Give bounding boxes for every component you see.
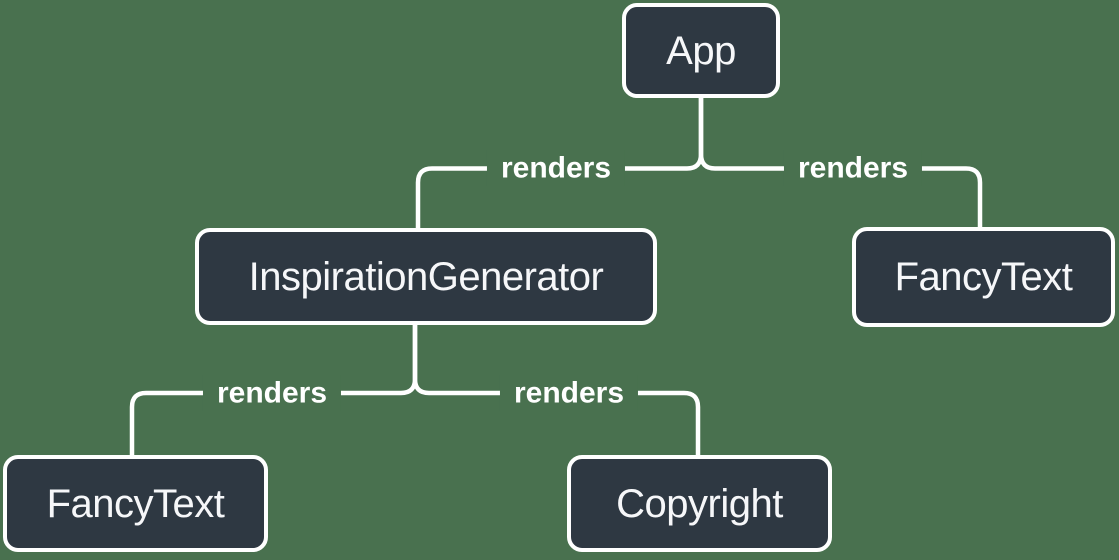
node-fancy-text-bottom: FancyText	[3, 455, 268, 552]
edge-label-renders-inspiration-generator-copyright: renders	[499, 374, 639, 412]
edge-label-renders-inspiration-generator-fancy-text: renders	[202, 374, 342, 412]
node-fancy-text-top-label: FancyText	[894, 255, 1073, 299]
node-copyright-label: Copyright	[616, 481, 783, 526]
node-app-label: App	[666, 28, 736, 73]
node-fancy-text-top: FancyText	[852, 227, 1115, 327]
edge-label-renders-app-inspiration-generator: renders	[486, 149, 626, 187]
node-app: App	[622, 3, 780, 98]
node-fancy-text-bottom-label: FancyText	[46, 481, 225, 526]
node-copyright: Copyright	[567, 455, 832, 552]
node-inspiration-generator: InspirationGenerator	[195, 228, 657, 325]
node-inspiration-generator-label: InspirationGenerator	[248, 254, 604, 299]
edge-label-renders-app-fancy-text: renders	[783, 149, 923, 187]
